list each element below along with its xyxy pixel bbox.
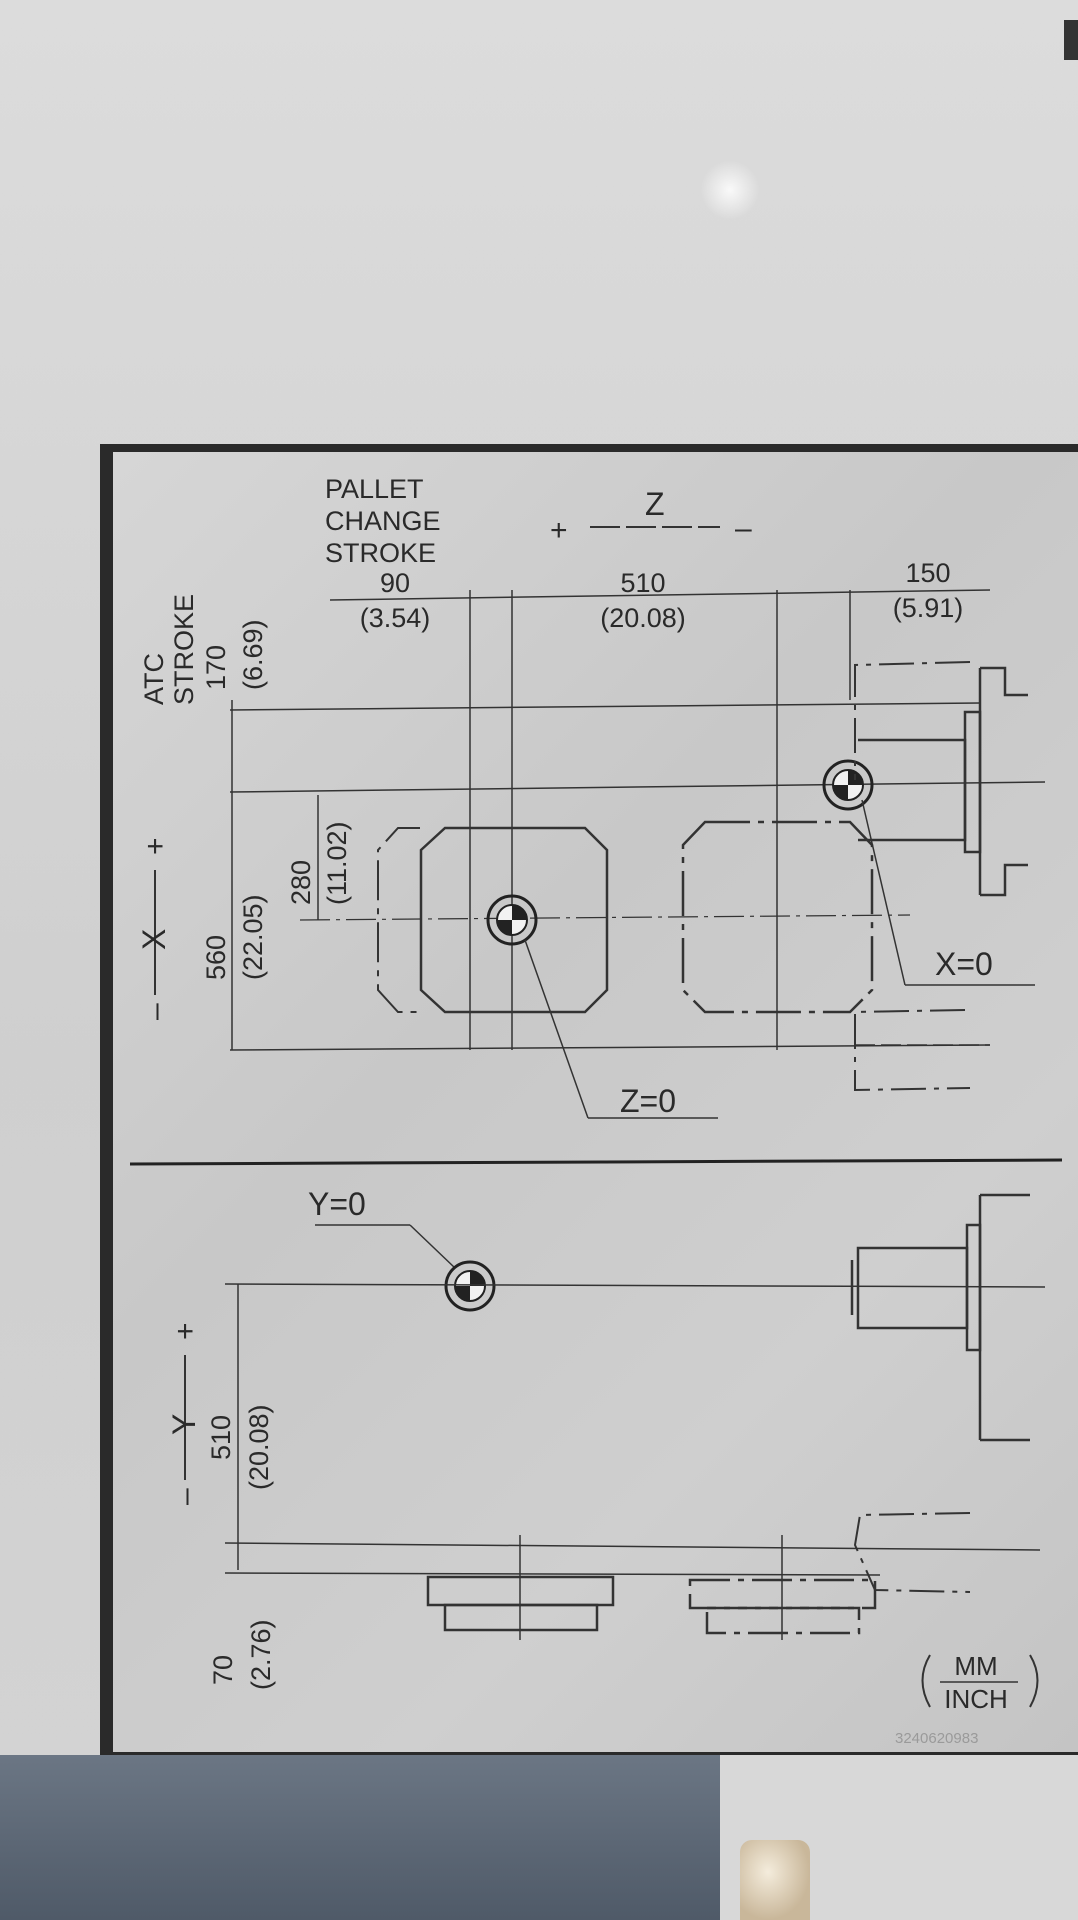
y-zero-ref-line [224,1283,1046,1288]
dim-z-150-inch: (5.91) [893,593,964,623]
y-minus: – [169,1488,202,1505]
dim-z-510-inch: (20.08) [600,603,686,633]
y-plus: + [169,1322,202,1340]
x-axis-label: X [136,929,172,950]
y-zero-label: Y=0 [308,1186,366,1222]
dim-x-560-inch: (22.05) [238,894,268,980]
spindle-head-top [980,666,1028,697]
pallet-label-line1: PALLET [325,474,424,504]
ref-line-spindle [229,781,1046,793]
ref-line-bottom [229,1044,991,1051]
x-zero-label: X=0 [935,946,993,982]
z-minus: – [735,512,752,545]
pallet-label-line2: CHANGE [325,506,441,536]
z-zero-label: Z=0 [620,1083,676,1119]
ref-line-atc [229,702,981,711]
y-zero-leader [409,1224,456,1269]
dim-y-70: 70 [208,1655,238,1685]
z-dimension-line [329,589,991,601]
spindle-nose [858,738,967,842]
dim-y-510: 510 [206,1415,236,1460]
unit-inch: INCH [944,1684,1008,1714]
x-minus: – [139,1003,172,1020]
dim-atc-170-inch: (6.69) [238,619,268,690]
atc-tool-outline-bottom [854,1009,971,1092]
pallet-side-standby-top [688,1578,877,1610]
y-axis-label: Y [166,1414,202,1435]
atc-side-outline [853,1512,971,1593]
pallet-bottom-ref-line [224,1572,881,1576]
pallet-standby [681,820,874,1014]
z-zero-leader [524,939,589,1119]
z-zero-marker-icon [486,894,538,946]
dim-z-90-inch: (3.54) [360,603,431,633]
plate-serial: 3240620983 [895,1730,978,1747]
dim-x-280-inch: (11.02) [322,821,352,905]
z-plus: + [550,514,568,547]
pallet-label-line3: STROKE [325,538,436,568]
y-zero-marker-icon [444,1260,496,1312]
machine-plate [113,452,1078,1752]
atc-label-line1: ATC [139,653,169,705]
wall-corner [1064,20,1078,60]
wall-glare [700,160,760,220]
atc-label-line2: STROKE [169,594,199,705]
dim-z-90: 90 [380,568,410,598]
pallet-working [419,826,609,1014]
dim-y-510-inch: (20.08) [244,1404,274,1490]
dim-z-150: 150 [905,558,950,588]
atc-tool-outline-top [854,661,971,780]
unit-mm: MM [954,1651,997,1681]
z-axis-label: Z [645,486,665,522]
machine-knob [740,1840,810,1920]
dim-z-510: 510 [620,568,665,598]
x-zero-marker-icon [822,759,874,811]
pallet-center-line [299,914,911,921]
dim-x-560: 560 [201,935,231,980]
dim-x-280: 280 [286,860,316,905]
machine-cover-bottom [0,1755,720,1920]
pallet-side-standby-base [705,1606,861,1635]
x-plus: + [139,837,172,855]
pallet-top-ref-line [224,1542,1041,1551]
pallet-side-working-base [443,1603,599,1632]
dim-atc-170: 170 [201,645,231,690]
pallet-working-outline [377,827,420,1013]
spindle-head-bottom [980,863,1028,897]
section-divider [129,1158,1063,1166]
spindle-flange [963,710,982,854]
dim-y-70-inch: (2.76) [246,1619,276,1690]
x-zero-leader [861,799,906,986]
spindle-side-nose [856,1246,969,1330]
